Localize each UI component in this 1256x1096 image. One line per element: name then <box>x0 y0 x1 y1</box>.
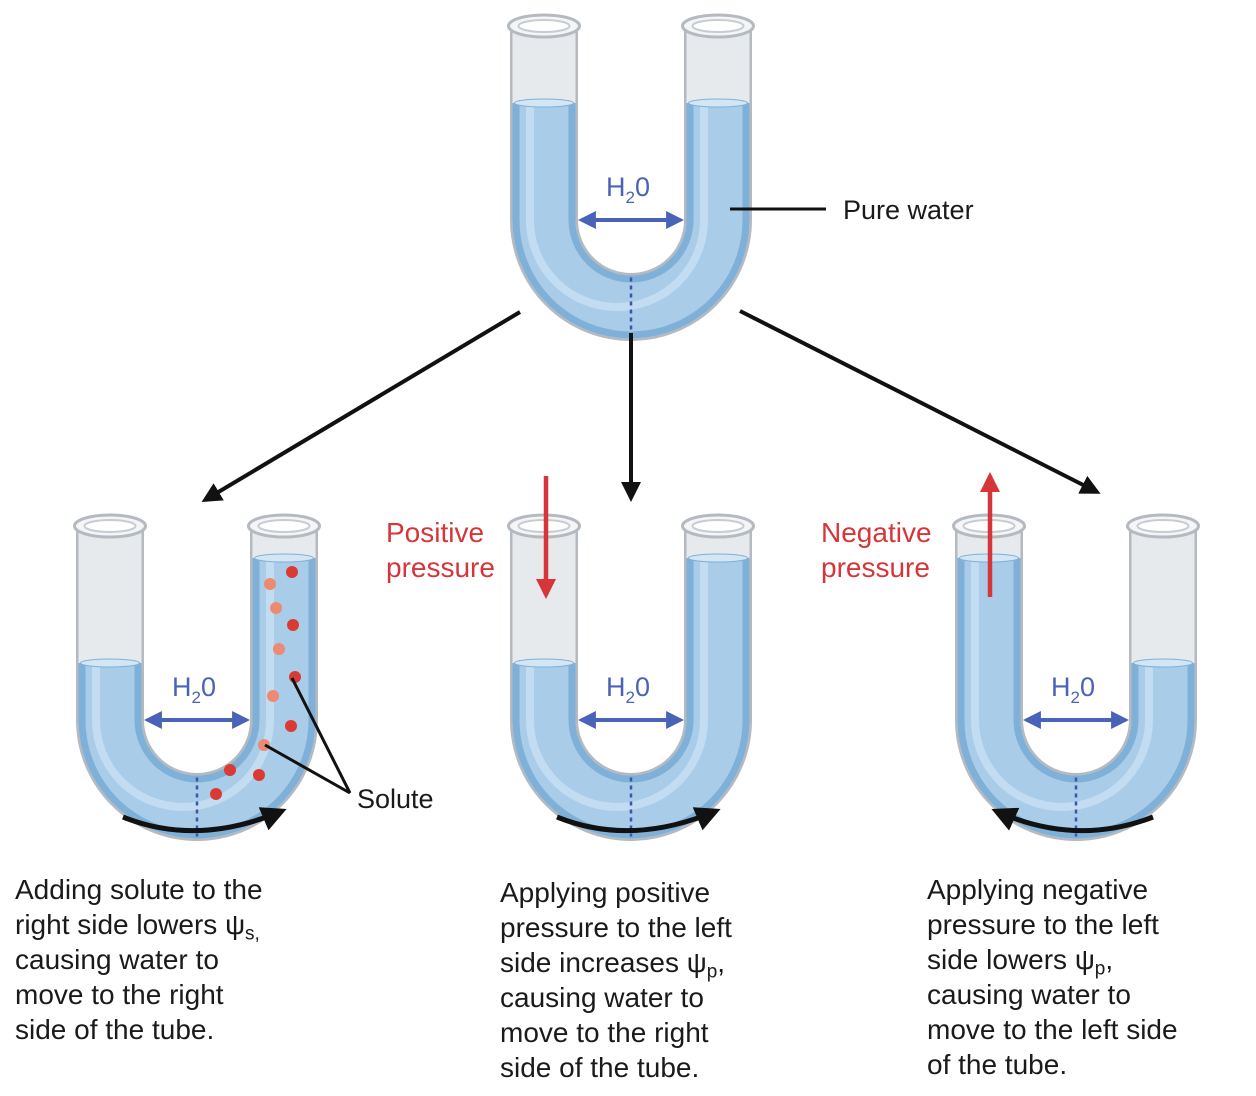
caption-solute-line: Adding solute to the <box>15 874 263 905</box>
caption-negative-line: side lowers ψp, <box>927 944 1114 980</box>
h2o-label: H20 <box>172 672 216 707</box>
solute-particle <box>224 764 236 776</box>
solute-particle <box>285 720 297 732</box>
caption-negative: Applying negative pressure to the left s… <box>927 872 1178 1082</box>
caption-solute-line: side of the tube. <box>15 1014 215 1045</box>
h2o-label: H20 <box>606 172 650 207</box>
u-tube: H20 <box>507 513 755 841</box>
solute-particle <box>273 643 285 655</box>
water-surface-left <box>80 658 140 668</box>
solute-label: Solute <box>357 784 434 814</box>
water-surface-right <box>688 98 748 108</box>
branch-arrow-left <box>201 310 522 503</box>
h2o-label: H20 <box>606 672 650 707</box>
negative-pressure-label-line2: pressure <box>821 552 930 583</box>
pure-water-label: Pure water <box>843 195 974 225</box>
tube-water <box>78 558 316 839</box>
water-surface-right <box>688 553 748 563</box>
solute-particle <box>270 602 282 614</box>
solute-leader-line-lower <box>264 743 351 795</box>
solute-particle <box>286 566 298 578</box>
positive-pressure-label-line2: pressure <box>386 552 495 583</box>
water-surface-right <box>1133 658 1193 668</box>
flow-right-arrow <box>556 807 721 834</box>
solute-leader-line-upper <box>290 677 352 794</box>
flow-left-arrow <box>991 807 1154 834</box>
caption-solute-line: move to the right <box>15 979 224 1010</box>
caption-negative-line: move to the left side <box>927 1014 1178 1045</box>
tube-water <box>512 558 750 839</box>
solute-particle <box>210 788 222 800</box>
flow-right-arrow <box>122 807 287 834</box>
caption-positive-line: side increases ψp, <box>500 947 726 983</box>
caption-positive-line: causing water to <box>500 982 704 1013</box>
tube-water <box>512 103 750 339</box>
caption-solute-line: causing water to <box>15 944 219 975</box>
negative-pressure-label-line1: Negative <box>821 517 932 548</box>
u-tube: H20 <box>73 513 321 841</box>
caption-negative-line: pressure to the left <box>927 909 1159 940</box>
caption-positive-line: move to the right <box>500 1017 709 1048</box>
caption-solute-line: right side lowers ψs, <box>15 909 260 945</box>
h2o-label: H20 <box>1051 672 1095 707</box>
positive-pressure-label-line1: Positive <box>386 517 484 548</box>
caption-positive-line: side of the tube. <box>500 1052 700 1083</box>
caption-negative-line: of the tube. <box>927 1049 1068 1080</box>
caption-positive-line: pressure to the left <box>500 912 732 943</box>
caption-positive: Applying positive pressure to the left s… <box>500 875 732 1085</box>
caption-negative-line: Applying negative <box>927 874 1149 905</box>
caption-solute: Adding solute to the right side lowers ψ… <box>15 872 263 1047</box>
solute-particle <box>267 690 279 702</box>
u-tube: H20 <box>507 13 755 341</box>
water-surface-left <box>514 658 574 668</box>
solute-particle <box>287 619 299 631</box>
caption-negative-line: causing water to <box>927 979 1131 1010</box>
tube-water <box>957 558 1195 839</box>
caption-positive-line: Applying positive <box>500 877 711 908</box>
water-surface-left <box>514 98 574 108</box>
solute-particle <box>258 739 270 751</box>
u-tube: H20 <box>952 513 1200 841</box>
solute-particle <box>264 578 276 590</box>
water-surface-right <box>254 553 314 563</box>
branch-arrow-right <box>739 309 1101 494</box>
solute-particle <box>253 769 265 781</box>
